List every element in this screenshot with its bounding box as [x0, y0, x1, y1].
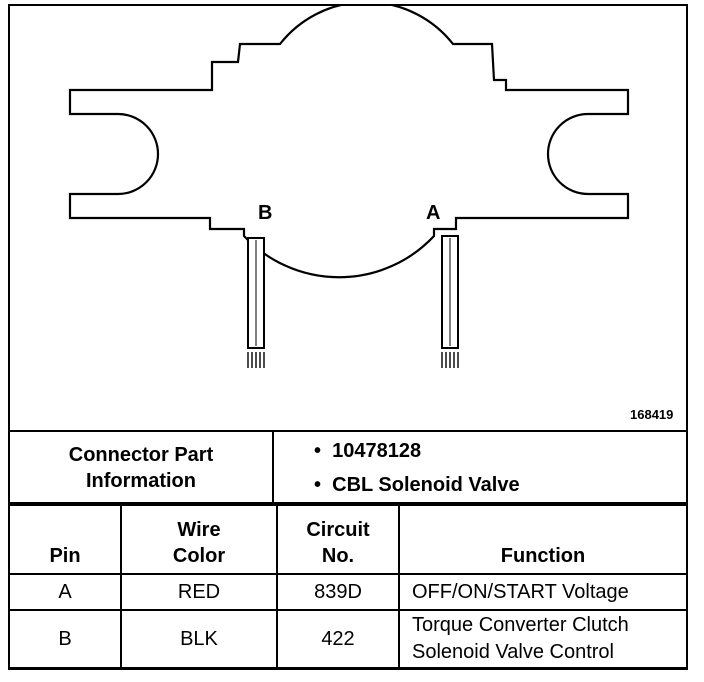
table-row: B BLK 422 Torque Converter Clutch Soleno…: [8, 609, 688, 669]
connector-info-title: Connector Part Information: [8, 430, 274, 506]
wire-strands-a: [441, 352, 459, 368]
header-wire-color: Wire Color: [120, 502, 278, 575]
connector-info-title-line2: Information: [86, 470, 196, 492]
connector-description: CBL Solenoid Valve: [314, 468, 686, 502]
header-circuit-line1: Circuit: [306, 519, 370, 541]
connector-info-title-line1: Connector Part: [68, 444, 214, 466]
row-b-pin: B: [8, 609, 122, 669]
row-a-circuit: 839D: [276, 573, 400, 611]
header-pin-label: Pin: [49, 545, 81, 567]
connector-diagram: B A 168419: [8, 0, 688, 430]
row-b-wire-color: BLK: [120, 609, 278, 669]
header-function: Function: [398, 502, 688, 575]
diagram-frame: [8, 4, 688, 670]
row-b-circuit: 422: [276, 609, 400, 669]
table-row: A RED 839D OFF/ON/START Voltage: [8, 573, 688, 611]
row-b-function-line2: Solenoid Valve Control: [412, 641, 614, 663]
wire-strands-b: [247, 352, 265, 368]
pin-label-b: B: [258, 202, 273, 224]
row-b-function-line1: Torque Converter Clutch: [412, 614, 629, 636]
row-a-function: OFF/ON/START Voltage: [398, 573, 688, 611]
pin-table-header: Pin Wire Color Circuit No. Function: [8, 502, 688, 575]
pin-table: Pin Wire Color Circuit No. Function A RE…: [8, 502, 688, 669]
header-function-label: Function: [500, 545, 586, 567]
connector-info-table: Connector Part Information 10478128 CBL …: [8, 430, 688, 506]
row-b-function: Torque Converter Clutch Solenoid Valve C…: [398, 609, 688, 669]
connector-part-number: 10478128: [314, 434, 686, 468]
connector-drawing: [68, 0, 630, 368]
row-a-function-line1: OFF/ON/START Voltage: [412, 580, 629, 603]
header-circuit-line2: No.: [321, 545, 355, 567]
pin-label-a: A: [426, 202, 441, 224]
header-circuit: Circuit No.: [276, 502, 400, 575]
row-a-wire-color: RED: [120, 573, 278, 611]
row-a-pin: A: [8, 573, 122, 611]
connector-body-outline: [68, 0, 630, 279]
header-wire-color-line1: Wire: [177, 519, 221, 541]
figure-number: 168419: [630, 407, 674, 422]
header-wire-color-line2: Color: [172, 545, 226, 567]
header-pin: Pin: [8, 502, 122, 575]
connector-info-list: 10478128 CBL Solenoid Valve: [272, 430, 688, 506]
